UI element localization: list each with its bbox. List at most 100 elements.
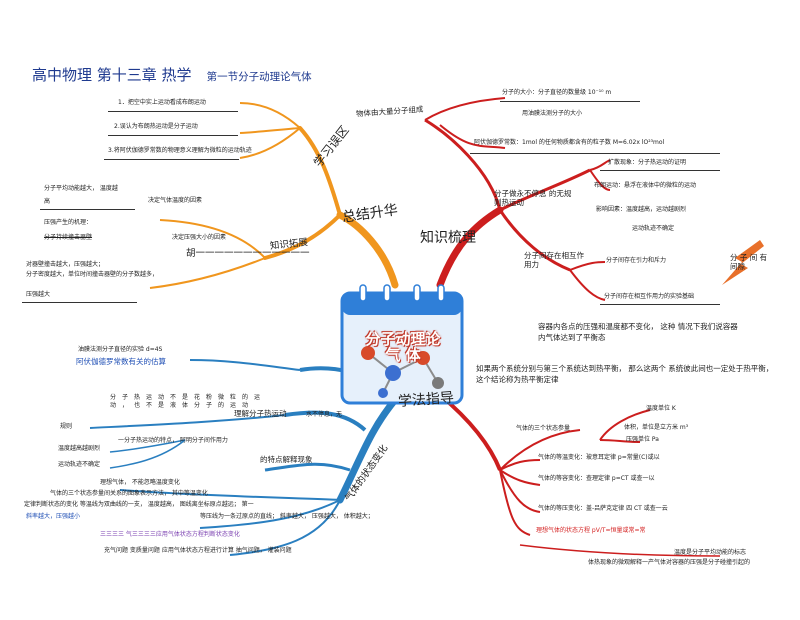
key-left-item-2: 高	[44, 198, 51, 205]
force-item-2: 分子间存在相互作用力的实验基础	[604, 293, 695, 300]
matter-item-3: 阿伏伽德罗常数：1mol 的任何物质都含有的粒子数 M=6.02x lO²³mo…	[474, 139, 665, 146]
state-law-4: 理想气体的状态方程 pV/T=恒量或常=常	[536, 527, 646, 534]
orange-twig-2	[239, 127, 301, 134]
matter-item-1: 分子的大小：分子直径的数量级 10⁻¹⁰ m	[502, 89, 612, 96]
key-left-item-4: 分子持续撞击器壁	[44, 234, 93, 241]
blue-sub-branch-2	[264, 462, 351, 472]
force-label: 分子间存在相互作用力	[524, 251, 584, 269]
red-sub-branch-force	[498, 209, 571, 272]
gas-change-item-3: 定律判断状态的变化 等温线为双曲线的一支， 温度越高， 图线离坐标原点越远； 第…	[24, 501, 254, 508]
gas-change-item-6: 三三三三 气三三三三应用气体状态方程判断状态变化	[100, 531, 240, 538]
orange-twig-3	[239, 127, 301, 159]
center-title-line2: 气 体	[385, 345, 421, 364]
gas-change-item-1: 理想气体， 不能忽略温度变化	[100, 479, 180, 486]
red-twig-1	[424, 97, 506, 121]
equilibrium-paragraph-2: 如果两个系统分别与第三个系统达到热平衡， 那么这两个 系统彼此间也一定处于热平衡…	[476, 364, 774, 384]
orange-main-branch	[336, 211, 399, 289]
motion-underline-1	[600, 170, 720, 171]
center-title-line1: 分子动理论	[365, 330, 441, 348]
blue-twig-2	[89, 414, 286, 429]
orange-sub-branch-expand	[263, 213, 342, 260]
red-twig-3	[589, 159, 611, 171]
blue-twig-4	[109, 439, 186, 469]
understand-note: 水不停息，无	[306, 411, 343, 418]
state-label: 气体的三个状态参量	[516, 425, 571, 432]
motion-item-4: 运动轨迹不确定	[632, 225, 675, 232]
blue-main-branch	[336, 396, 399, 504]
key-right-item-1: 决定气体温度的因素	[148, 197, 203, 204]
red-twig-8	[599, 409, 651, 441]
key-left-item-6: 分子密度越大，单位时间撞击器壁的分子数越多，	[26, 271, 159, 278]
red-main-branch	[436, 206, 504, 289]
study-note-item-3: 3.将阿伏伽德罗常数的物理意义理解为微粒的运动轨迹	[108, 147, 252, 154]
state-micro-explain: 体热现象的微观解释一产气体对容器的压强是分子碰撞引起的	[588, 559, 751, 566]
motion-item-3: 影响因素：温度越高，运动越剧烈	[596, 206, 687, 213]
blue-sub-branch-1	[284, 410, 367, 432]
page-title: 高中物理 第十三章 热学 第一节分子动理论气体	[32, 66, 312, 84]
red-twig-5	[569, 261, 606, 271]
understand-label: 理解分子热运动	[234, 409, 287, 418]
state-law-1: 气体的等温变化：玻意耳定律 p=常量(C)或以	[538, 454, 660, 461]
force-underline-2	[600, 304, 720, 305]
study-note-item-1: 1．把空中实上运动看成布朗运动	[118, 99, 206, 106]
gas-change-item-4: 等压线为一条过原点的直线； 斜率越大， 压强越大， 体积越大；	[200, 513, 374, 520]
red-twig-11	[499, 469, 541, 486]
force-item-1: 分子间存在引力和斥力	[606, 257, 667, 264]
force-side-label: 分 子 间 有间隙	[730, 253, 768, 271]
blue-twig-3	[109, 439, 186, 453]
understand-item-3: 运动轨迹不确定	[58, 461, 101, 468]
red-twig-7	[499, 429, 581, 471]
key-underline-1	[40, 209, 135, 210]
state-pressure: 压强单位 Pa	[626, 436, 659, 443]
features-label: 的特点解释现象	[260, 455, 313, 464]
key-underline-2	[22, 302, 137, 303]
understand-item-4: 一分子热运动的特点， 阿明分子间作用力	[118, 437, 228, 444]
study-note-underline-2	[108, 135, 238, 136]
branch-label-knowledge: 知识梳理	[420, 230, 476, 246]
red-twig-12	[499, 469, 541, 513]
matter-underline-3	[470, 153, 720, 154]
matter-item-2: 用油膜法测分子的大小	[522, 110, 583, 117]
orange-twig-1	[239, 102, 301, 129]
understand-item-1: 规则	[60, 423, 73, 430]
state-temperature: 温度单位 K	[646, 405, 676, 412]
red-twig-9	[599, 439, 641, 443]
orange-twig-5	[149, 257, 266, 289]
red-sub-branch-matter	[424, 118, 502, 211]
gas-change-item-2: 气体的三个状态参量间关系的图象表示方法， 其中等温变化	[50, 490, 208, 497]
orange-twig-4	[159, 219, 266, 259]
key-left-item-7: 压强越大	[26, 291, 51, 298]
equilibrium-paragraph-1: 容器内各点的压强和温度都不变化， 这种 情况下我们说容器内气体达到了平衡态	[538, 322, 738, 342]
calendar-icon	[340, 284, 464, 405]
matter-underline-1	[500, 101, 640, 102]
key-left-item-5: 对器壁撞击越大，压强越大；	[26, 261, 105, 268]
study-note-underline-1	[108, 111, 238, 112]
blue-twig-1	[189, 359, 301, 371]
red-twig-2	[439, 124, 506, 149]
study-note-underline-3	[104, 159, 239, 160]
blue-twig-6	[199, 499, 341, 529]
state-volume: 体积，单位是立方米 m³	[624, 424, 689, 431]
study-note-item-2: 2.误认为布朗热运动是分子运动	[114, 123, 198, 130]
red-twig-13	[499, 469, 531, 536]
state-micro-title: 温度是分子平均动能的标志	[674, 549, 747, 556]
red-sub-branch-motion	[499, 168, 591, 212]
molecule-icon	[361, 346, 444, 398]
understand-vertical-note: 分子热运动不是花粉微粒的运动，也不是液体分子的运动	[110, 394, 267, 410]
orange-sub-branch-study	[298, 126, 342, 217]
motion-label: 分子做永不停息 的无规则热运动	[494, 189, 572, 207]
key-left-item-1: 分子平均动能越大， 温度越	[44, 185, 118, 192]
red-twig-4	[589, 169, 611, 191]
arrow-icon	[722, 240, 764, 285]
red-twig-6	[569, 269, 606, 301]
center-title: 分子动理论 气 体	[348, 330, 458, 364]
title-main: 高中物理 第十三章 热学	[32, 66, 192, 84]
gas-change-item-5: 斜率越大，压强越小	[26, 513, 81, 520]
blue-twig-7	[229, 499, 341, 556]
blue-twig-5	[119, 489, 341, 501]
title-sub: 第一节分子动理论气体	[206, 71, 312, 83]
understand-item-2: 温度越高越剧烈	[58, 445, 101, 452]
estimate-line-2: 阿伏伽德罗常数有关的估算	[76, 357, 166, 366]
